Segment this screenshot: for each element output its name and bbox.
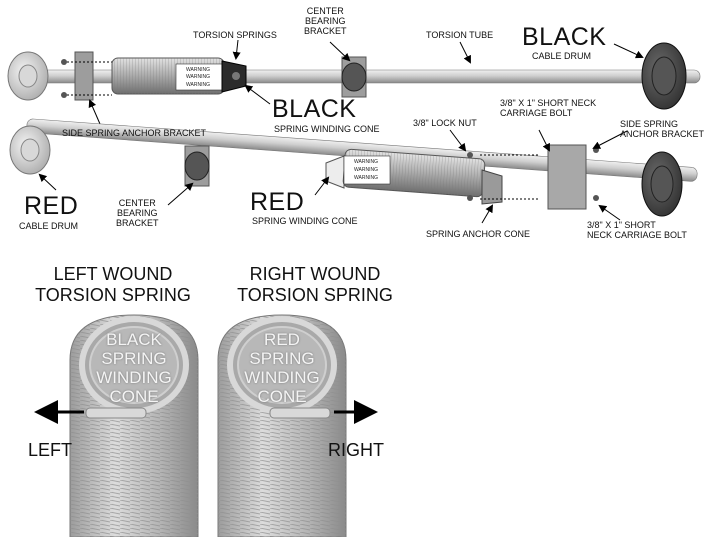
- right-cone-label: RED SPRING WINDING CONE: [236, 330, 328, 406]
- upper-side-spring-anchor-bracket: [75, 52, 93, 100]
- label-black-spring-winding-cone: SPRING WINDING CONE: [274, 124, 380, 134]
- label-red-cable-drum: CABLE DRUM: [19, 221, 78, 231]
- svg-text:WARNING: WARNING: [186, 82, 210, 88]
- label-lock-nut: 3/8" LOCK NUT: [413, 118, 477, 128]
- label-red-drum-title: RED: [24, 193, 78, 219]
- label-black-cone-title: BLACK: [272, 96, 356, 122]
- label-short-neck-bolt-top: 3/8" X 1" SHORT NECK CARRIAGE BOLT: [500, 98, 596, 118]
- svg-text:WARNING: WARNING: [186, 74, 210, 80]
- svg-text:WARNING: WARNING: [354, 167, 378, 173]
- label-torsion-springs: TORSION SPRINGS: [193, 30, 277, 40]
- svg-text:WARNING: WARNING: [354, 175, 378, 181]
- label-black-cable-drum: CABLE DRUM: [532, 51, 591, 61]
- label-torsion-tube: TORSION TUBE: [426, 30, 493, 40]
- red-spring-winding-cone: [326, 156, 344, 188]
- left-cone-label: BLACK SPRING WINDING CONE: [88, 330, 180, 406]
- label-red-cone-title: RED: [250, 189, 304, 215]
- svg-text:WARNING: WARNING: [354, 159, 378, 165]
- right-direction-label: RIGHT: [328, 440, 384, 460]
- right-wound-title: RIGHT WOUND TORSION SPRING: [224, 264, 406, 306]
- label-red-spring-winding-cone: SPRING WINDING CONE: [252, 216, 358, 226]
- label-spring-anchor-cone: SPRING ANCHOR CONE: [426, 229, 530, 239]
- svg-text:WARNING: WARNING: [186, 67, 210, 73]
- lower-side-spring-anchor-bracket: [548, 145, 586, 209]
- label-upper-side-spring-anchor-bracket: SIDE SPRING ANCHOR BRACKET: [62, 128, 206, 138]
- label-black-drum-title: BLACK: [522, 24, 606, 50]
- left-direction-label: LEFT: [28, 440, 72, 460]
- left-wound-title: LEFT WOUND TORSION SPRING: [22, 264, 204, 306]
- label-short-neck-bolt-bottom: 3/8" X 1" SHORT NECK CARRIAGE BOLT: [587, 220, 687, 240]
- label-upper-center-bearing-bracket: CENTER BEARING BRACKET: [304, 6, 347, 36]
- label-lower-center-bearing-bracket: CENTER BEARING BRACKET: [116, 198, 159, 228]
- label-lower-side-spring-anchor-bracket: SIDE SPRING ANCHOR BRACKET: [620, 119, 704, 139]
